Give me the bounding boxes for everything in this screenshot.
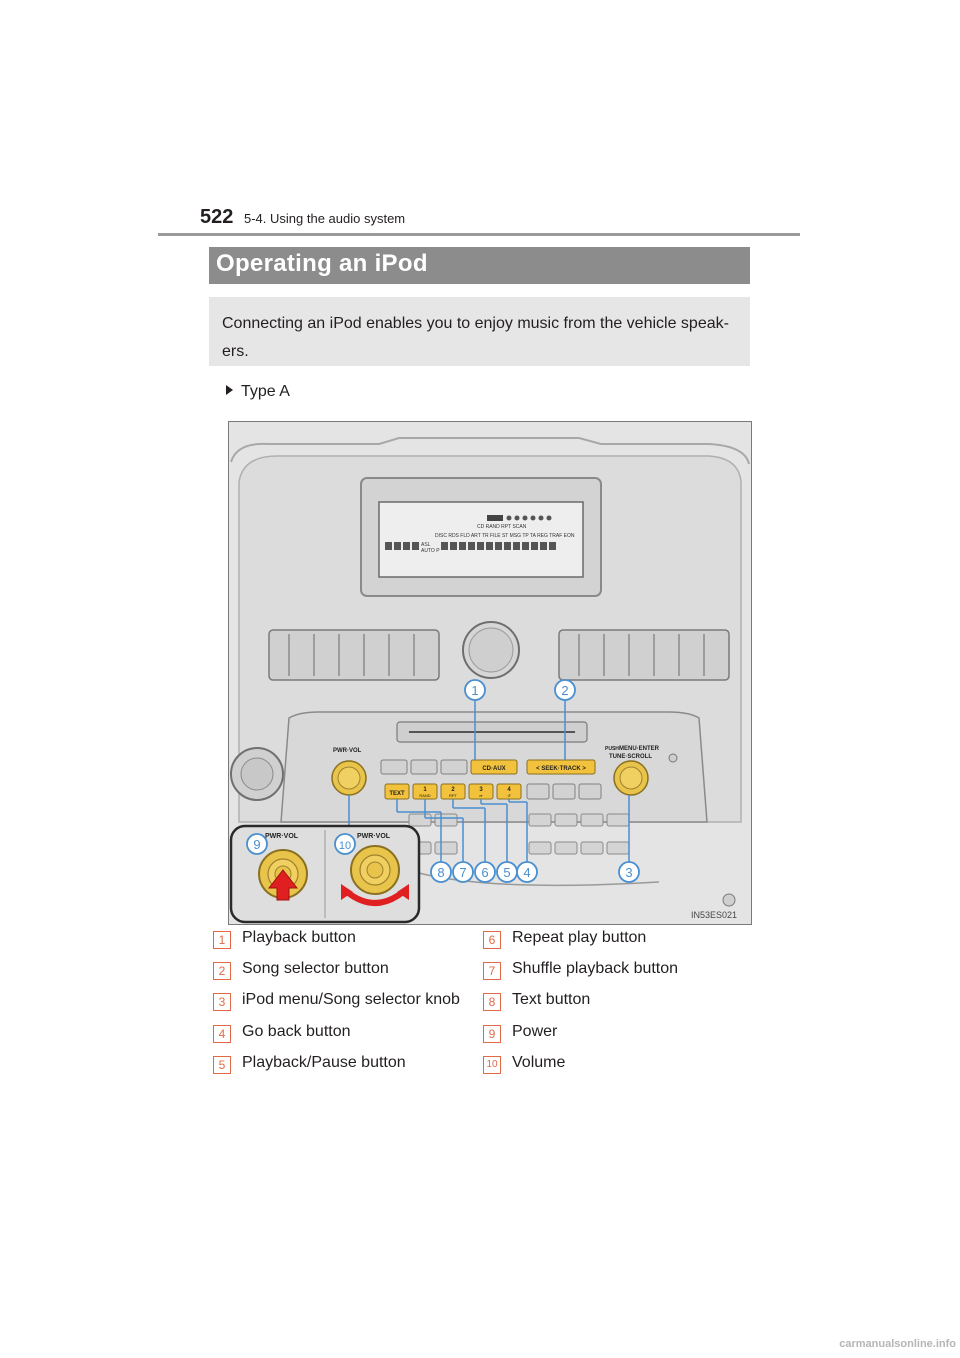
legend-number-6: 6 (483, 931, 501, 949)
pwr-vol-label: PWR·VOL (333, 748, 362, 754)
page-title: Operating an iPod (216, 250, 428, 277)
header-divider (158, 233, 800, 236)
callout-3: 3 (625, 865, 632, 880)
legend-label-3: iPod menu/Song selector knob (242, 991, 460, 1008)
legend-number-2: 2 (213, 962, 231, 980)
legend-label-9: Power (512, 1023, 558, 1040)
push-label: PUSH (605, 746, 619, 752)
callout-4: 4 (523, 865, 530, 880)
legend-number-8: 8 (483, 993, 501, 1011)
preset2-sub: RPT (449, 793, 458, 798)
cd-aux-button: CD·AUX (482, 766, 505, 772)
display-auto: AUTO P (421, 548, 440, 554)
preset1-num: 1 (423, 787, 427, 793)
type-label: Type A (241, 383, 290, 400)
title-bar (209, 247, 750, 284)
tune-scroll-label: TUNE·SCROLL (609, 754, 652, 760)
callout-5: 5 (503, 865, 510, 880)
preset4-sub: ↺ (507, 793, 511, 798)
legend-label-7: Shuffle playback button (512, 960, 679, 977)
preset2-num: 2 (451, 787, 455, 793)
legend-label-4: Go back button (242, 1023, 351, 1040)
triangle-bullet-icon (226, 385, 233, 395)
preset3-sub: ⏯ (479, 793, 482, 798)
intro-text: Connecting an iPod enables you to enjoy … (222, 315, 729, 360)
callout-7: 7 (459, 865, 466, 880)
audio-panel-illustration: CD RAND RPT SCAN DISC RDS FLD ART TR FIL… (228, 421, 752, 925)
inset-pwr-vol-label-1: PWR·VOL (265, 833, 299, 840)
menu-enter-label: MENU·ENTER (619, 746, 660, 752)
legend-number-10: 10 (483, 1056, 501, 1074)
legend-label-10: Volume (512, 1054, 566, 1071)
callout-8: 8 (437, 865, 444, 880)
legend-label-2: Song selector button (242, 960, 389, 977)
page-number: 522 (200, 206, 234, 228)
legend-number-9: 9 (483, 1025, 501, 1043)
legend-label-6: Repeat play button (512, 929, 647, 946)
display-line1: CD RAND RPT SCAN (477, 524, 527, 530)
type-heading: Type A (226, 383, 290, 401)
intro-box (209, 297, 750, 366)
callout-9: 9 (253, 837, 260, 852)
preset1-sub: RAND (419, 793, 430, 798)
callout-10: 10 (339, 840, 351, 852)
legend-label-5: Playback/Pause button (242, 1054, 406, 1071)
legend-number-7: 7 (483, 962, 501, 980)
figure-code: IN53ES021 (691, 910, 737, 920)
preset4-num: 4 (507, 787, 511, 793)
watermark: carmanualsonline.info (839, 1338, 956, 1350)
legend-label-1: Playback button (242, 929, 356, 946)
inset-pwr-vol-label-2: PWR·VOL (357, 833, 391, 840)
callout-6: 6 (481, 865, 488, 880)
callout-2: 2 (561, 683, 568, 698)
section-reference: 5-4. Using the audio system (244, 211, 406, 226)
callout-1: 1 (471, 683, 478, 698)
display-line2: DISC RDS FLD ART TR FILE ST MSG TP TA RE… (435, 533, 575, 539)
legend-number-5: 5 (213, 1056, 231, 1074)
seek-track-button: < SEEK·TRACK > (536, 766, 586, 772)
legend-number-1: 1 (213, 931, 231, 949)
preset3-num: 3 (479, 787, 483, 793)
display-asl: ASL (421, 542, 431, 548)
legend-number-3: 3 (213, 993, 231, 1011)
text-button: TEXT (389, 791, 405, 797)
legend-label-8: Text button (512, 991, 591, 1008)
legend-number-4: 4 (213, 1025, 231, 1043)
